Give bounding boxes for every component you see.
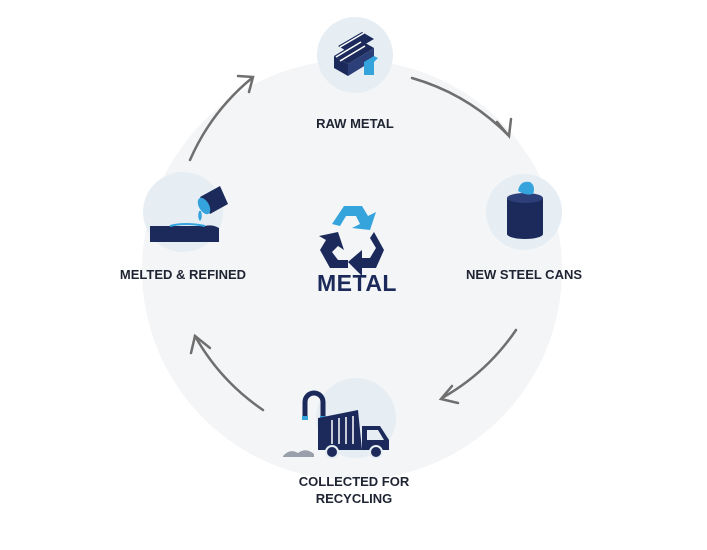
label-melted-refined: MELTED & REFINED — [119, 267, 247, 282]
new-cans-node — [486, 174, 562, 250]
label-collected-line1: COLLECTED FOR — [298, 474, 410, 489]
recycle-icon — [319, 206, 384, 276]
arrow-head-lower-right — [438, 384, 460, 405]
metal-bars-icon — [334, 32, 378, 76]
arrow-melted-to-raw — [188, 76, 254, 162]
cycle-arrows — [188, 74, 518, 412]
arrow-collected-to-melted — [193, 334, 265, 412]
melted-node — [143, 172, 228, 252]
label-collected-line2: RECYCLING — [315, 491, 393, 506]
label-new-steel-cans: NEW STEEL CANS — [465, 267, 583, 282]
raw-metal-node — [317, 17, 393, 93]
steel-can-icon — [507, 181, 543, 239]
recycling-truck-icon — [283, 390, 389, 459]
label-raw-metal: RAW METAL — [316, 116, 394, 131]
arrow-head-lower-left — [189, 333, 212, 355]
molten-metal-icon — [150, 186, 228, 242]
center-title: METAL — [316, 270, 397, 296]
arrow-head-upper-right — [495, 117, 513, 139]
arrow-head-upper-left — [236, 74, 255, 94]
arrow-cans-to-collected — [440, 328, 518, 400]
collected-node — [283, 378, 396, 459]
cycle-background-circle — [142, 60, 562, 480]
